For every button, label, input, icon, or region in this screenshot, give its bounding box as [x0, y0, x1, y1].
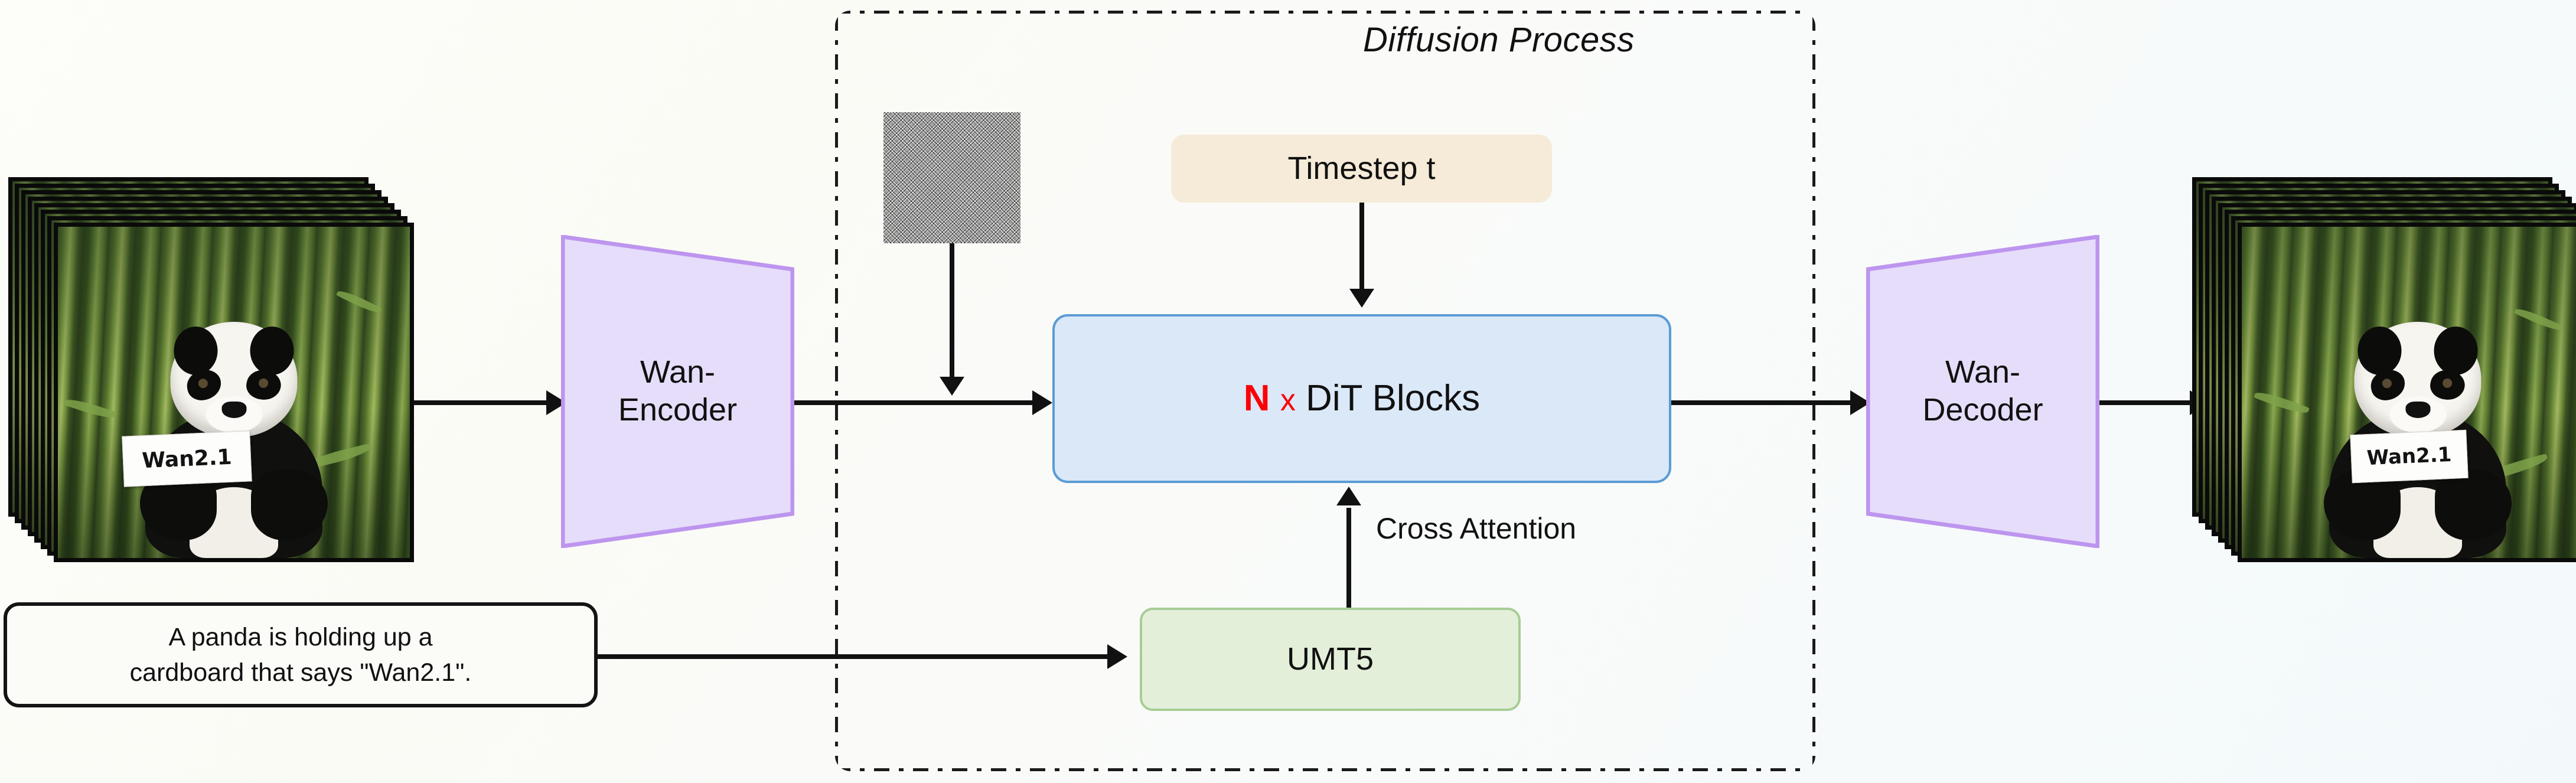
edge-noise-to-latent [950, 243, 954, 379]
prompt-line-1: A panda is holding up a [168, 622, 433, 651]
edge-prompt-to-umt5 [598, 654, 1111, 659]
encoder-label-line-2: Encoder [618, 392, 738, 428]
arrowhead-prompt-to-umt5 [1107, 644, 1127, 669]
cross-attention-label: Cross Attention [1376, 512, 1577, 545]
encoder-shape [561, 235, 794, 548]
decoder-label-line-1: Wan- [1945, 354, 2020, 390]
diffusion-process-label: Diffusion Process [1363, 21, 1635, 59]
arrowhead-cross-attention [1336, 487, 1361, 505]
dit-blocks-block[interactable]: N x DiT Blocks [1052, 314, 1671, 483]
encoder-label-line-1: Wan- [640, 354, 715, 390]
encoder-outline-icon [561, 235, 794, 548]
timestep-label: Timestep t [1287, 150, 1436, 186]
edge-decoder-to-frames [2099, 400, 2194, 405]
dit-blocks-text: DiT Blocks [1306, 378, 1481, 419]
decoder-label-line-2: Decoder [1922, 392, 2043, 428]
timestep-block[interactable]: Timestep t [1171, 135, 1552, 203]
edge-timestep-to-dit [1359, 203, 1364, 291]
output-frame-front: Wan2.1 [2238, 223, 2576, 562]
input-sign: Wan2.1 [122, 430, 252, 487]
wan-decoder-label: Wan- Decoder [1922, 354, 2043, 429]
wan-encoder-label: Wan- Encoder [618, 354, 737, 429]
prompt-text: A panda is holding up a cardboard that s… [130, 619, 472, 690]
umt5-block[interactable]: UMT5 [1140, 608, 1521, 711]
umt5-label: UMT5 [1287, 641, 1374, 677]
output-sign: Wan2.1 [2350, 429, 2469, 484]
decoder-outline-icon [1866, 235, 2099, 548]
dit-multiplier: x [1280, 383, 1296, 418]
dit-blocks-label: N x DiT Blocks [1244, 376, 1480, 422]
wan-decoder-block[interactable]: Wan- Decoder [1866, 235, 2099, 548]
prompt-textbox[interactable]: A panda is holding up a cardboard that s… [4, 602, 598, 707]
edge-frames-to-encoder [413, 400, 549, 405]
edge-encoder-to-dit [794, 400, 1038, 405]
input-video-frames: Wan2.1 [8, 177, 422, 579]
arrowhead-encoder-to-dit [1032, 390, 1052, 415]
arrowhead-noise [940, 377, 964, 396]
noise-latent-icon [883, 112, 1020, 243]
input-frame-front: Wan2.1 [54, 223, 414, 562]
edge-umt5-to-dit [1346, 508, 1351, 608]
edge-dit-to-decoder [1671, 400, 1856, 405]
decoder-shape [1866, 235, 2099, 548]
wan-encoder-block[interactable]: Wan- Encoder [561, 235, 794, 548]
output-video-frames: Wan2.1 [2192, 177, 2576, 579]
prompt-line-2: cardboard that says "Wan2.1". [129, 658, 472, 687]
arrowhead-timestep [1349, 289, 1374, 308]
dit-n-count: N [1243, 378, 1270, 419]
